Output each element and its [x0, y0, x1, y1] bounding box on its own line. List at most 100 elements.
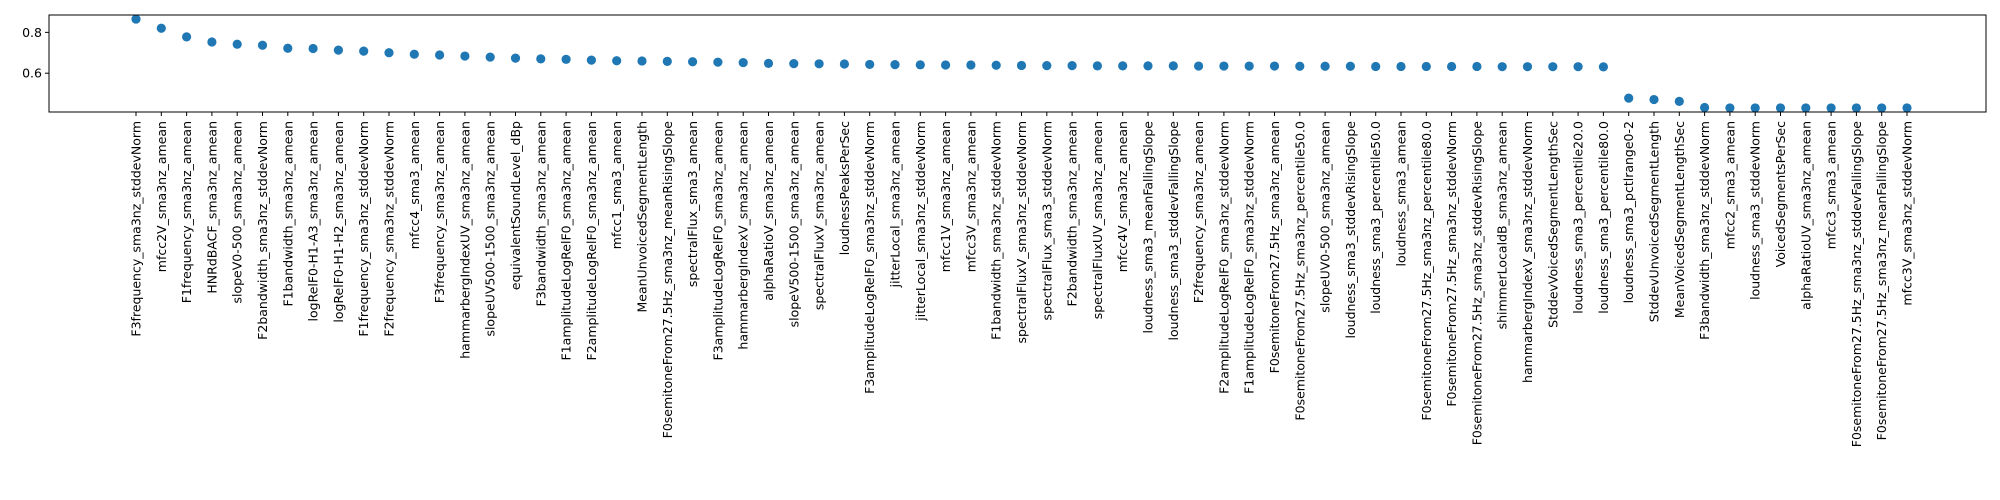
x-tick-label: F3amplitudeLogRelF0_sma3nz_amean [710, 121, 725, 360]
x-tick-label: mfcc4_sma3_amean [407, 121, 422, 249]
data-point [1143, 61, 1153, 71]
y-tick-label: 0.6 [22, 66, 42, 81]
data-point [1851, 103, 1861, 113]
x-tick-label: spectralFluxV_sma3nz_amean [812, 121, 827, 310]
x-tick-label: alphaRatioUV_sma3nz_amean [1798, 121, 1813, 310]
data-point [1775, 103, 1786, 113]
x-tick-label: loudness_sma3_percentile50.0 [1368, 121, 1383, 314]
x-tick-label: logRelF0-H1-A3_sma3nz_amean [306, 121, 321, 321]
data-point [1396, 61, 1406, 72]
x-tick-label: mfcc1V_sma3nz_amean [938, 121, 953, 272]
data-point [1447, 61, 1457, 72]
y-axis-ticks: 0.60.8 [22, 25, 49, 81]
x-tick-label: F0semitoneFrom27.5Hz_sma3nz_stddevFallin… [1849, 121, 1864, 448]
x-tick-label: hammarbergIndexV_sma3nz_stddevNorm [1520, 121, 1535, 383]
data-point [763, 58, 774, 68]
x-tick-label: hammarbergIndexUV_sma3nz_amean [457, 121, 472, 359]
x-tick-label: spectralFluxV_sma3nz_stddevNorm [1014, 121, 1029, 343]
data-point [1598, 62, 1608, 72]
data-point [991, 60, 1001, 70]
data-point [1624, 93, 1634, 103]
x-tick-label: mfcc4V_sma3nz_amean [1115, 121, 1130, 272]
data-point [814, 59, 824, 69]
x-tick-label: mfcc1_sma3_amean [609, 121, 624, 249]
data-point [1700, 102, 1710, 113]
data-point [1092, 61, 1102, 71]
data-point [1801, 103, 1811, 113]
data-point [485, 52, 495, 62]
data-point [257, 40, 268, 50]
x-tick-label: hammarbergIndexV_sma3nz_amean [736, 121, 751, 350]
data-point [1219, 61, 1229, 71]
data-point [156, 23, 166, 33]
data-point [637, 56, 647, 66]
data-point [1118, 61, 1128, 71]
x-tick-label: F0semitoneFrom27.5Hz_sma3nz_stddevRising… [1469, 121, 1484, 446]
x-tick-label: mfcc3V_sma3nz_stddevNorm [1900, 121, 1915, 306]
data-point [359, 46, 369, 56]
x-tick-label: F3frequency_sma3nz_amean [432, 121, 447, 303]
x-tick-label: loudness_sma3_percentile20.0 [1571, 121, 1586, 314]
data-point [688, 57, 698, 67]
x-tick-label: StddevUnvoicedSegmentLength [1647, 121, 1662, 322]
x-tick-label: shimmerLocaldB_sma3nz_amean [1495, 121, 1510, 329]
data-point [1042, 61, 1052, 71]
data-point [941, 60, 951, 70]
x-tick-label: F1amplitudeLogRelF0_sma3nz_stddevNorm [1242, 121, 1257, 394]
data-point [1522, 62, 1533, 72]
x-tick-label: jitterLocal_sma3nz_amean [888, 121, 903, 288]
x-tick-label: loudnessPeaksPerSec [837, 121, 852, 255]
x-tick-label: loudness_sma3_stddevRisingSlope [1343, 121, 1358, 339]
data-point [561, 54, 571, 64]
x-tick-label: F1bandwidth_sma3nz_stddevNorm [989, 121, 1004, 340]
x-tick-label: F3frequency_sma3nz_stddevNorm [129, 121, 144, 337]
x-tick-label: F2amplitudeLogRelF0_sma3nz_stddevNorm [1216, 121, 1231, 394]
data-point [409, 49, 419, 59]
x-tick-label: loudness_sma3_percentile80.0 [1596, 121, 1611, 314]
x-tick-label: F0semitoneFrom27.5Hz_sma3nz_stddevNorm [1444, 121, 1459, 407]
data-point [865, 59, 875, 70]
data-point [915, 60, 925, 70]
x-tick-label: F0semitoneFrom27.5Hz_sma3nz_amean [1267, 121, 1282, 373]
x-tick-label: F1frequency_sma3nz_stddevNorm [356, 121, 371, 337]
data-point [232, 39, 242, 49]
x-tick-label: alphaRatioV_sma3nz_amean [761, 121, 776, 301]
data-point [283, 43, 293, 53]
data-point [1421, 61, 1431, 72]
data-point [713, 57, 723, 67]
data-point [1548, 62, 1558, 72]
data-point [1750, 103, 1760, 113]
data-point [308, 43, 318, 54]
x-tick-label: StddevVoicedSegmentLengthSec [1545, 121, 1560, 328]
data-point [662, 56, 672, 66]
data-point [1649, 94, 1659, 105]
data-point [510, 53, 521, 63]
x-tick-label: F2bandwidth_sma3nz_stddevNorm [255, 121, 270, 340]
x-tick-label: F3amplitudeLogRelF0_sma3nz_stddevNorm [862, 121, 877, 394]
x-tick-label: slopeUV500-1500_sma3nz_amean [483, 121, 498, 337]
data-point [536, 54, 546, 64]
data-point [738, 57, 748, 68]
x-tick-label: loudness_sma3_meanFallingSlope [1141, 121, 1156, 334]
data-point [1168, 61, 1178, 71]
x-tick-label: F3bandwidth_sma3nz_amean [533, 121, 548, 306]
data-point [182, 32, 192, 42]
x-tick-label: F2frequency_sma3nz_stddevNorm [382, 121, 397, 337]
x-tick-label: spectralFlux_sma3_amean [685, 121, 700, 287]
data-point [1345, 61, 1355, 71]
data-point [207, 37, 217, 47]
data-point [1472, 61, 1482, 72]
x-tick-label: loudness_sma3_pctlrange0-2 [1621, 121, 1636, 303]
data-point [1269, 61, 1280, 71]
x-tick-label: spectralFlux_sma3_stddevNorm [1039, 121, 1054, 320]
data-point [1497, 62, 1507, 72]
x-tick-label: F2bandwidth_sma3nz_amean [1065, 121, 1080, 306]
x-tick-label: F0semitoneFrom27.5Hz_sma3nz_meanFallingS… [1874, 121, 1889, 441]
x-tick-label: spectralFluxUV_sma3nz_amean [1090, 121, 1105, 319]
data-point [1902, 103, 1912, 113]
x-tick-label: HNRdBACF_sma3nz_amean [204, 121, 219, 294]
data-point [586, 55, 597, 65]
data-points [131, 14, 1912, 113]
